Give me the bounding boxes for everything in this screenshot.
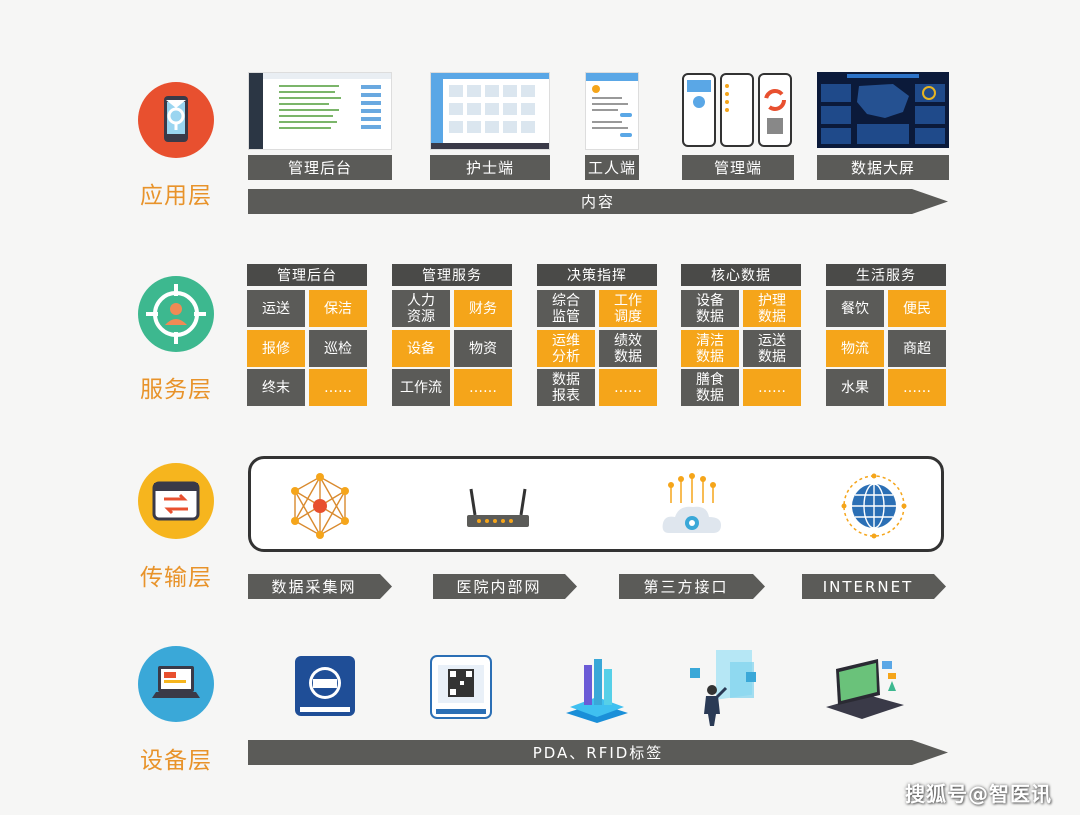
- manager-terminal-screenshot: [682, 72, 792, 148]
- service-group-title: 生活服务: [826, 264, 946, 286]
- cloud-gear-icon: [659, 473, 725, 539]
- service-group-title: 决策指挥: [537, 264, 657, 286]
- service-cell: 餐饮: [826, 290, 884, 327]
- network-label-internet: INTERNET: [802, 574, 946, 599]
- service-cell: ……: [599, 369, 657, 406]
- service-cell: 清洁 数据: [681, 330, 739, 367]
- content-arrow: 内容: [248, 189, 948, 214]
- app-label-dashboard: 数据大屏: [817, 155, 949, 180]
- laptop-monitor-icon: [822, 655, 908, 725]
- service-cell: 设备: [392, 330, 450, 367]
- device-arrow: PDA、RFID标签: [248, 740, 948, 765]
- watermark: 搜狐号@智医讯: [905, 778, 1052, 807]
- service-layer-icon: [138, 276, 214, 352]
- device-layer-label: 设备层: [126, 741, 226, 775]
- network-label-hospital-intranet: 医院内部网: [433, 574, 577, 599]
- service-cell: ……: [888, 369, 946, 406]
- transmission-layer-icon: [138, 463, 214, 539]
- service-cell: 水果: [826, 369, 884, 406]
- app-label-manager: 管理端: [682, 155, 794, 180]
- application-layer-icon: [138, 82, 214, 158]
- server-chip-icon: [562, 655, 632, 725]
- service-cell: ……: [743, 369, 801, 406]
- service-group-title: 管理服务: [392, 264, 512, 286]
- admin-backend-screenshot: [248, 72, 392, 150]
- rfid-card-icon: [294, 655, 356, 717]
- router-icon: [465, 487, 531, 531]
- service-cell: 巡检: [309, 330, 367, 367]
- service-group-title: 核心数据: [681, 264, 801, 286]
- transmission-layer-label: 传输层: [126, 558, 226, 592]
- touchscreen-user-icon: [686, 650, 764, 728]
- service-cell: 运送: [247, 290, 305, 327]
- service-cell: 终末: [247, 369, 305, 406]
- service-cell: 便民: [888, 290, 946, 327]
- service-cell: 综合 监管: [537, 290, 595, 327]
- service-cell: 报修: [247, 330, 305, 367]
- nurse-terminal-screenshot: [430, 72, 550, 150]
- service-layer-label: 服务层: [126, 370, 226, 404]
- service-cell: 人力 资源: [392, 290, 450, 327]
- mesh-network-icon: [287, 473, 353, 539]
- network-label-third-party: 第三方接口: [619, 574, 765, 599]
- service-cell: 商超: [888, 330, 946, 367]
- network-label-data-collection: 数据采集网: [248, 574, 392, 599]
- service-cell: 运维 分析: [537, 330, 595, 367]
- service-cell: 设备 数据: [681, 290, 739, 327]
- service-cell: 物流: [826, 330, 884, 367]
- app-label-nurse: 护士端: [430, 155, 550, 180]
- service-cell: 工作流: [392, 369, 450, 406]
- application-layer-label: 应用层: [126, 176, 226, 210]
- service-cell: 工作 调度: [599, 290, 657, 327]
- service-cell: 运送 数据: [743, 330, 801, 367]
- service-cell: ……: [454, 369, 512, 406]
- device-layer-icon: [138, 646, 214, 722]
- qr-tag-icon: [430, 655, 492, 719]
- service-cell: 财务: [454, 290, 512, 327]
- service-cell: ……: [309, 369, 367, 406]
- app-label-worker: 工人端: [585, 155, 639, 180]
- network-box: [248, 456, 944, 552]
- service-group-title: 管理后台: [247, 264, 367, 286]
- globe-icon: [841, 473, 907, 539]
- service-cell: 护理 数据: [743, 290, 801, 327]
- app-label-admin-backend: 管理后台: [248, 155, 392, 180]
- service-cell: 膳食 数据: [681, 369, 739, 406]
- data-dashboard-screenshot: [817, 72, 949, 148]
- service-cell: 物资: [454, 330, 512, 367]
- service-cell: 绩效 数据: [599, 330, 657, 367]
- service-cell: 数据 报表: [537, 369, 595, 406]
- service-cell: 保洁: [309, 290, 367, 327]
- worker-terminal-screenshot: [585, 72, 639, 150]
